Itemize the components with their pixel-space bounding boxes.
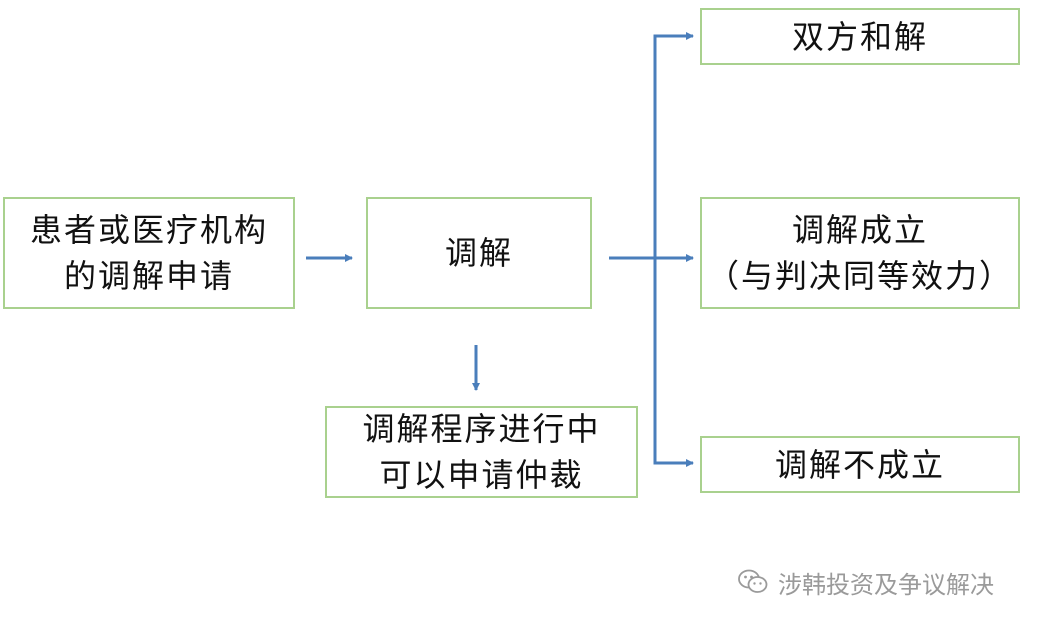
node-arbitration-line-2: 可以申请仲裁 xyxy=(379,456,584,494)
node-settlement: 双方和解 xyxy=(700,8,1020,65)
arrow-branch-to-settle xyxy=(653,32,694,258)
node-mediation-success: 调解成立 （与判决同等效力） xyxy=(700,197,1020,309)
node-mediation-success-line-1: 调解成立 xyxy=(791,211,928,249)
watermark-text: 涉韩投资及争议解决 xyxy=(778,570,994,599)
node-mediation-failure: 调解不成立 xyxy=(700,436,1020,493)
node-application-line-2: 的调解申请 xyxy=(63,257,234,295)
node-mediation-success-line-2: （与判决同等效力） xyxy=(706,257,1013,295)
node-arbitration-line-1: 调解程序进行中 xyxy=(362,410,601,448)
node-application: 患者或医疗机构 的调解申请 xyxy=(3,197,295,309)
node-arbitration: 调解程序进行中 可以申请仲裁 xyxy=(325,406,638,498)
node-mediation: 调解 xyxy=(366,197,592,309)
watermark: 涉韩投资及争议解决 xyxy=(738,562,994,602)
wechat-icon xyxy=(738,569,768,595)
node-mediation-failure-label: 调解不成立 xyxy=(774,445,945,484)
node-application-line-1: 患者或医疗机构 xyxy=(29,211,268,249)
node-settlement-label: 双方和解 xyxy=(791,17,928,56)
arrow-branch-to-fail xyxy=(653,258,694,467)
node-mediation-label: 调解 xyxy=(444,234,513,272)
